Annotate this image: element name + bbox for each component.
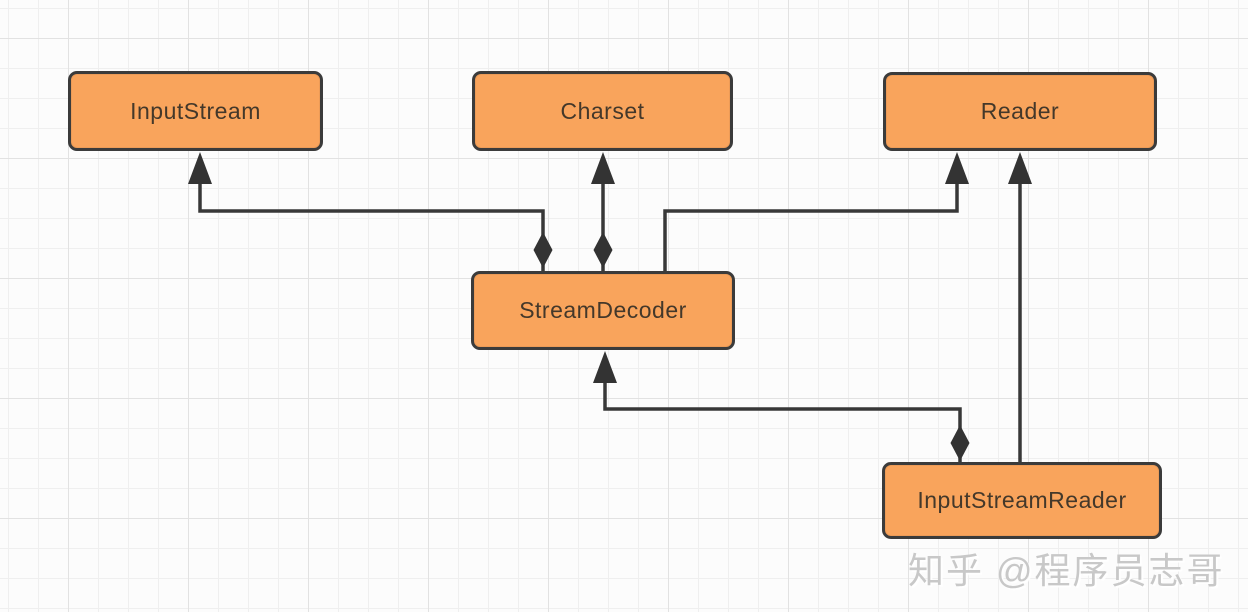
class-box-charset: Charset [472,71,733,151]
edge-inputstreamreader-reader [1008,152,1032,462]
edge-streamdecoder-charset [591,152,615,271]
filled-arrow-to-streamdecoder [593,351,617,383]
edge-streamdecoder-reader [663,152,969,271]
edge-inputstreamreader-streamdecoder [593,351,970,462]
composition-diamond-streamdecoder-charset [593,232,613,268]
edge-streamdecoder-inputstream [188,152,553,271]
class-box-streamdecoder: StreamDecoder [471,271,735,350]
watermark-zhihu: 知乎 @程序员志哥 [908,550,1225,591]
class-label-streamdecoder: StreamDecoder [519,297,687,323]
composition-diamond-streamdecoder-inputstream [533,232,553,268]
class-label-charset: Charset [560,97,645,124]
class-box-inputstreamreader: InputStreamReader [882,462,1162,539]
composition-diamond-inputstreamreader-streamdecoder [950,425,970,461]
filled-arrow-to-charset [591,152,615,184]
filled-arrow-streamdecoder-to-reader [945,152,969,184]
class-label-inputstream: InputStream [130,97,261,124]
class-label-reader: Reader [980,98,1060,124]
class-box-inputstream: InputStream [68,71,323,151]
class-box-reader: Reader [883,72,1157,151]
filled-arrow-inputstreamreader-to-reader [1008,152,1032,184]
class-label-inputstreamreader: InputStreamReader [917,487,1127,513]
filled-arrow-to-inputstream [188,152,212,184]
